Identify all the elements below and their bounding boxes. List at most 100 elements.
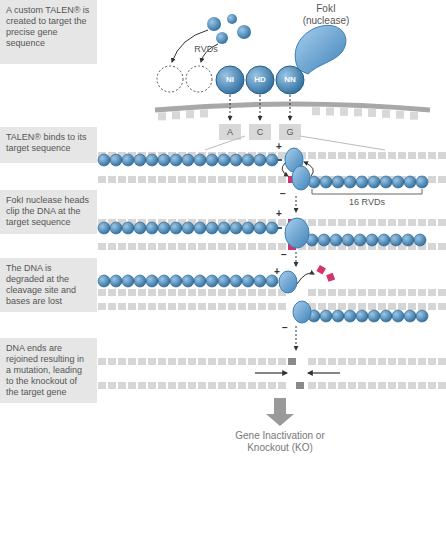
dna-base: [258, 176, 266, 183]
dna-base: [248, 289, 256, 296]
dna-base: [408, 358, 416, 365]
dna-base: [228, 289, 236, 296]
dna-base: [408, 152, 416, 159]
result-arrow: [266, 398, 294, 426]
dna-base: [318, 219, 326, 226]
rvd-bead: [146, 275, 158, 287]
dna-base: [108, 382, 116, 389]
rvd-code: NN: [276, 75, 304, 85]
dna-base: [238, 303, 246, 310]
rvd-bead: [416, 176, 428, 188]
dna-base: [388, 289, 396, 296]
dna-base: [218, 243, 226, 250]
dna-base: [148, 289, 156, 296]
empty-slot: [186, 66, 212, 92]
dna-base: [178, 243, 186, 250]
rvd-bead: [182, 275, 194, 287]
dna-base: [428, 382, 436, 389]
dna-base: [128, 176, 136, 183]
dna-base: [418, 382, 426, 389]
dna-base: [438, 243, 446, 250]
rvd-bead: [182, 222, 194, 234]
curved-arrow: [297, 273, 314, 284]
dna-base: [358, 382, 366, 389]
rvd-bead: [320, 310, 332, 322]
dna-base: [188, 358, 196, 365]
rvd-bead: [368, 310, 380, 322]
rvd-bead: [392, 310, 404, 322]
rvd-bead: [110, 154, 122, 166]
dna-base: [118, 303, 126, 310]
dna-base: [328, 289, 336, 296]
dna-base: [268, 358, 276, 365]
dna-base: [148, 176, 156, 183]
dna-base: [128, 358, 136, 365]
result-label: Gene Inactivation or Knockout (KO): [218, 430, 342, 454]
dna-base: [398, 303, 406, 310]
dna-base: [138, 176, 146, 183]
rvd-bead: [122, 275, 134, 287]
foki-dimer: [285, 218, 309, 248]
dna-base: [108, 358, 116, 365]
dna-base: [318, 382, 326, 389]
dna-base: [98, 289, 106, 296]
rvd-bead: [206, 154, 218, 166]
dna-base: [248, 243, 256, 250]
dna-base: [98, 303, 106, 310]
dna-base: [188, 303, 196, 310]
dna-base: [358, 289, 366, 296]
dna-base: [398, 219, 406, 226]
rvd-bead: [110, 222, 122, 234]
rvd-bead: [98, 154, 110, 166]
dna-base: [128, 303, 136, 310]
dna-base: [108, 176, 116, 183]
dna-base: [118, 358, 126, 365]
strand-sign: +: [272, 208, 286, 220]
dna-base: [98, 243, 106, 250]
dna-base: [348, 382, 356, 389]
rvd-bead: [266, 154, 278, 166]
curved-arrow: [304, 162, 313, 176]
dna-double-strands: [98, 152, 446, 389]
dna-base: [388, 152, 396, 159]
rvd-bead: [356, 310, 368, 322]
dna-base: [208, 358, 216, 365]
dna-base: [248, 176, 256, 183]
dna-base: [382, 110, 390, 118]
rvd-bead: [218, 222, 230, 234]
rvd-bead: [170, 222, 182, 234]
count-label: 16 RVDs: [337, 197, 397, 208]
dna-base: [198, 358, 206, 365]
dna-base: [188, 176, 196, 183]
dna-base: [118, 176, 126, 183]
dna-base: [108, 303, 116, 310]
rvd-bead: [194, 275, 206, 287]
dashed-arrow: [290, 95, 291, 120]
dna-base: [138, 243, 146, 250]
dna-base: [118, 382, 126, 389]
rvd-bead: [122, 222, 134, 234]
base-box: [219, 124, 241, 140]
dna-base: [278, 358, 286, 365]
rvd-bead: [266, 222, 278, 234]
step-text: FokI nuclease heads clip the DNA at the …: [6, 195, 91, 228]
dna-base: [358, 152, 366, 159]
dna-base: [338, 358, 346, 365]
rvd-code: NI: [216, 75, 244, 85]
dna-base: [348, 358, 356, 365]
dna-base: [428, 303, 436, 310]
dna-base: [378, 152, 386, 159]
dna-base: [340, 108, 348, 116]
rvd-bead: [356, 176, 368, 188]
dna-base: [186, 110, 194, 118]
dna-base: [178, 289, 186, 296]
dna-base: [258, 382, 266, 389]
dna-base: [258, 289, 266, 296]
rvd-bead: [158, 154, 170, 166]
dna-base: [158, 176, 166, 183]
dna-base: [138, 358, 146, 365]
rvd-bead: [194, 222, 206, 234]
dna-base: [378, 219, 386, 226]
dna-base: [388, 382, 396, 389]
rvd-bead: [206, 222, 218, 234]
